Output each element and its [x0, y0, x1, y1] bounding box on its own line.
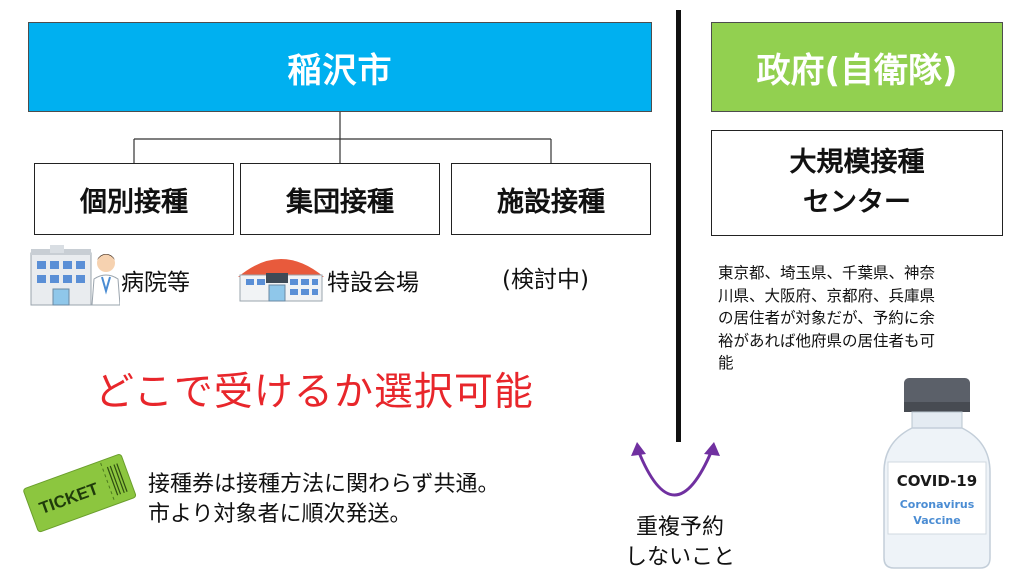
- eligibility-note-line-5: 能: [718, 354, 734, 372]
- vaccine-title: COVID-19: [897, 472, 977, 490]
- eligibility-note-line-1: 東京都、埼玉県、千葉県、神奈: [718, 264, 936, 282]
- hospital-caption: 病院等: [121, 270, 190, 296]
- double-arrow-icon: [631, 442, 720, 497]
- location-choice-text: どこで受けるか選択可能: [95, 370, 534, 415]
- vaccine-vial-icon: COVID-19 Coronavirus Vaccine: [883, 378, 991, 569]
- eligibility-note-line-2: 川県、大阪府、京都府、兵庫県: [718, 286, 936, 305]
- ticket-note: 接種券は接種方法に関わらず共通。 市より対象者に順次発送。: [148, 470, 500, 530]
- section-divider: [676, 10, 681, 442]
- eligibility-note-line-4: 裕があれば他府県の居住者も可: [718, 331, 936, 350]
- government-header: 政府(自衛隊): [711, 22, 1003, 112]
- facility-caption: (検討中): [502, 267, 589, 293]
- ticket-note-line-1: 接種券は接種方法に関わらず共通。: [148, 472, 500, 497]
- hospital-doctor-icon: [30, 245, 120, 306]
- group-vaccination-box: 集団接種: [240, 163, 440, 235]
- facility-vaccination-box: 施設接種: [451, 163, 651, 235]
- city-header: 稲沢市: [28, 22, 652, 112]
- no-duplicate-line-1: 重複予約: [635, 515, 724, 540]
- center-line-1: 大規模接種: [789, 147, 925, 178]
- vaccine-sub1: Coronavirus: [900, 498, 975, 511]
- eligibility-note-line-3: の居住者が対象だが、予約に余: [718, 309, 935, 327]
- ticket-note-line-2: 市より対象者に順次発送。: [148, 502, 412, 527]
- vaccine-sub2: Vaccine: [913, 514, 960, 527]
- no-duplicate-booking-text: 重複予約 しないこと: [610, 513, 750, 573]
- center-line-2: センター: [803, 187, 911, 218]
- mass-vaccination-center-box: 大規模接種 センター: [711, 130, 1003, 236]
- eligibility-note: 東京都、埼玉県、千葉県、神奈 川県、大阪府、京都府、兵庫県 の居住者が対象だが、…: [718, 262, 1010, 375]
- individual-vaccination-box: 個別接種: [34, 163, 234, 235]
- venue-caption: 特設会場: [327, 270, 419, 296]
- ticket-icon: TICKET: [23, 454, 137, 533]
- gymnasium-icon: [238, 259, 324, 302]
- no-duplicate-line-2: しないこと: [624, 545, 735, 570]
